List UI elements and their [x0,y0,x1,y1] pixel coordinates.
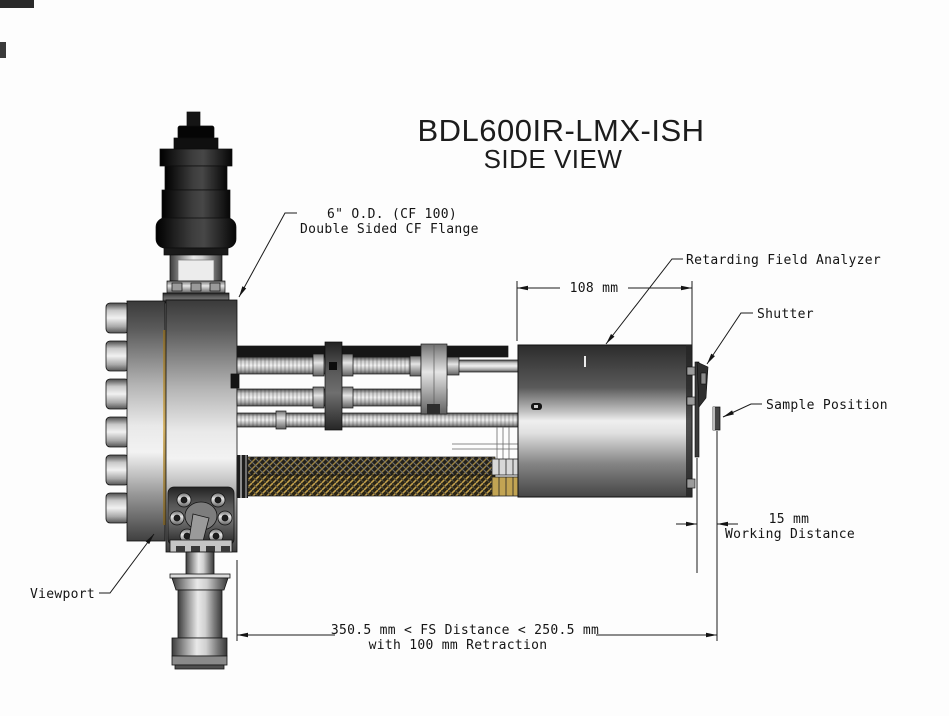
flange-bolts [105,302,130,524]
rod-clamp-bracket-2 [420,343,448,415]
viewport-port-assembly [167,486,235,670]
title-view-name: SIDE VIEW [484,144,623,174]
drawing-title: BDL600IR-LMX-ISH SIDE VIEW [417,113,704,174]
dimension-analyzer-length: 108 mm [516,281,693,361]
dim-working-distance-caption: Working Distance [725,527,855,542]
label-viewport-text: Viewport [30,587,95,602]
label-shutter-text: Shutter [757,307,814,322]
label-cf-flange-line1: 6" O.D. (CF 100) [327,207,457,222]
hose-fittings [491,458,519,497]
support-rods [236,341,519,461]
shutter-assembly [686,361,709,489]
braided-hoses [236,455,519,498]
dim-fs-retraction-text: with 100 mm Retraction [369,638,548,653]
viewport-flange-bolts [169,492,233,544]
scan-artifacts [0,0,34,58]
analyzer-body [517,344,693,498]
label-viewport: Viewport [30,533,155,602]
dim-working-distance-value: 15 mm [769,512,810,527]
dimension-fs-distance: 350.5 mm < FS Distance < 250.5 mm with 1… [236,560,717,653]
label-cf-flange: 6" O.D. (CF 100) Double Sided CF Flange [238,207,479,298]
label-retarding-field-analyzer: Retarding Field Analyzer [605,253,881,345]
dim-analyzer-length-text: 108 mm [570,281,619,296]
linear-actuator [155,111,237,304]
label-shutter: Shutter [706,307,814,365]
sample-holder [712,406,721,431]
label-sample-position: Sample Position [722,398,888,418]
rod-clamp-bracket-1 [324,341,343,431]
title-model-number: BDL600IR-LMX-ISH [417,113,704,148]
dim-fs-distance-text: 350.5 mm < FS Distance < 250.5 mm [331,623,599,638]
label-retarding-field-analyzer-text: Retarding Field Analyzer [686,253,881,268]
dimension-working-distance: 15 mm Working Distance [676,431,855,641]
label-cf-flange-line2: Double Sided CF Flange [300,222,479,237]
label-sample-position-text: Sample Position [766,398,888,413]
